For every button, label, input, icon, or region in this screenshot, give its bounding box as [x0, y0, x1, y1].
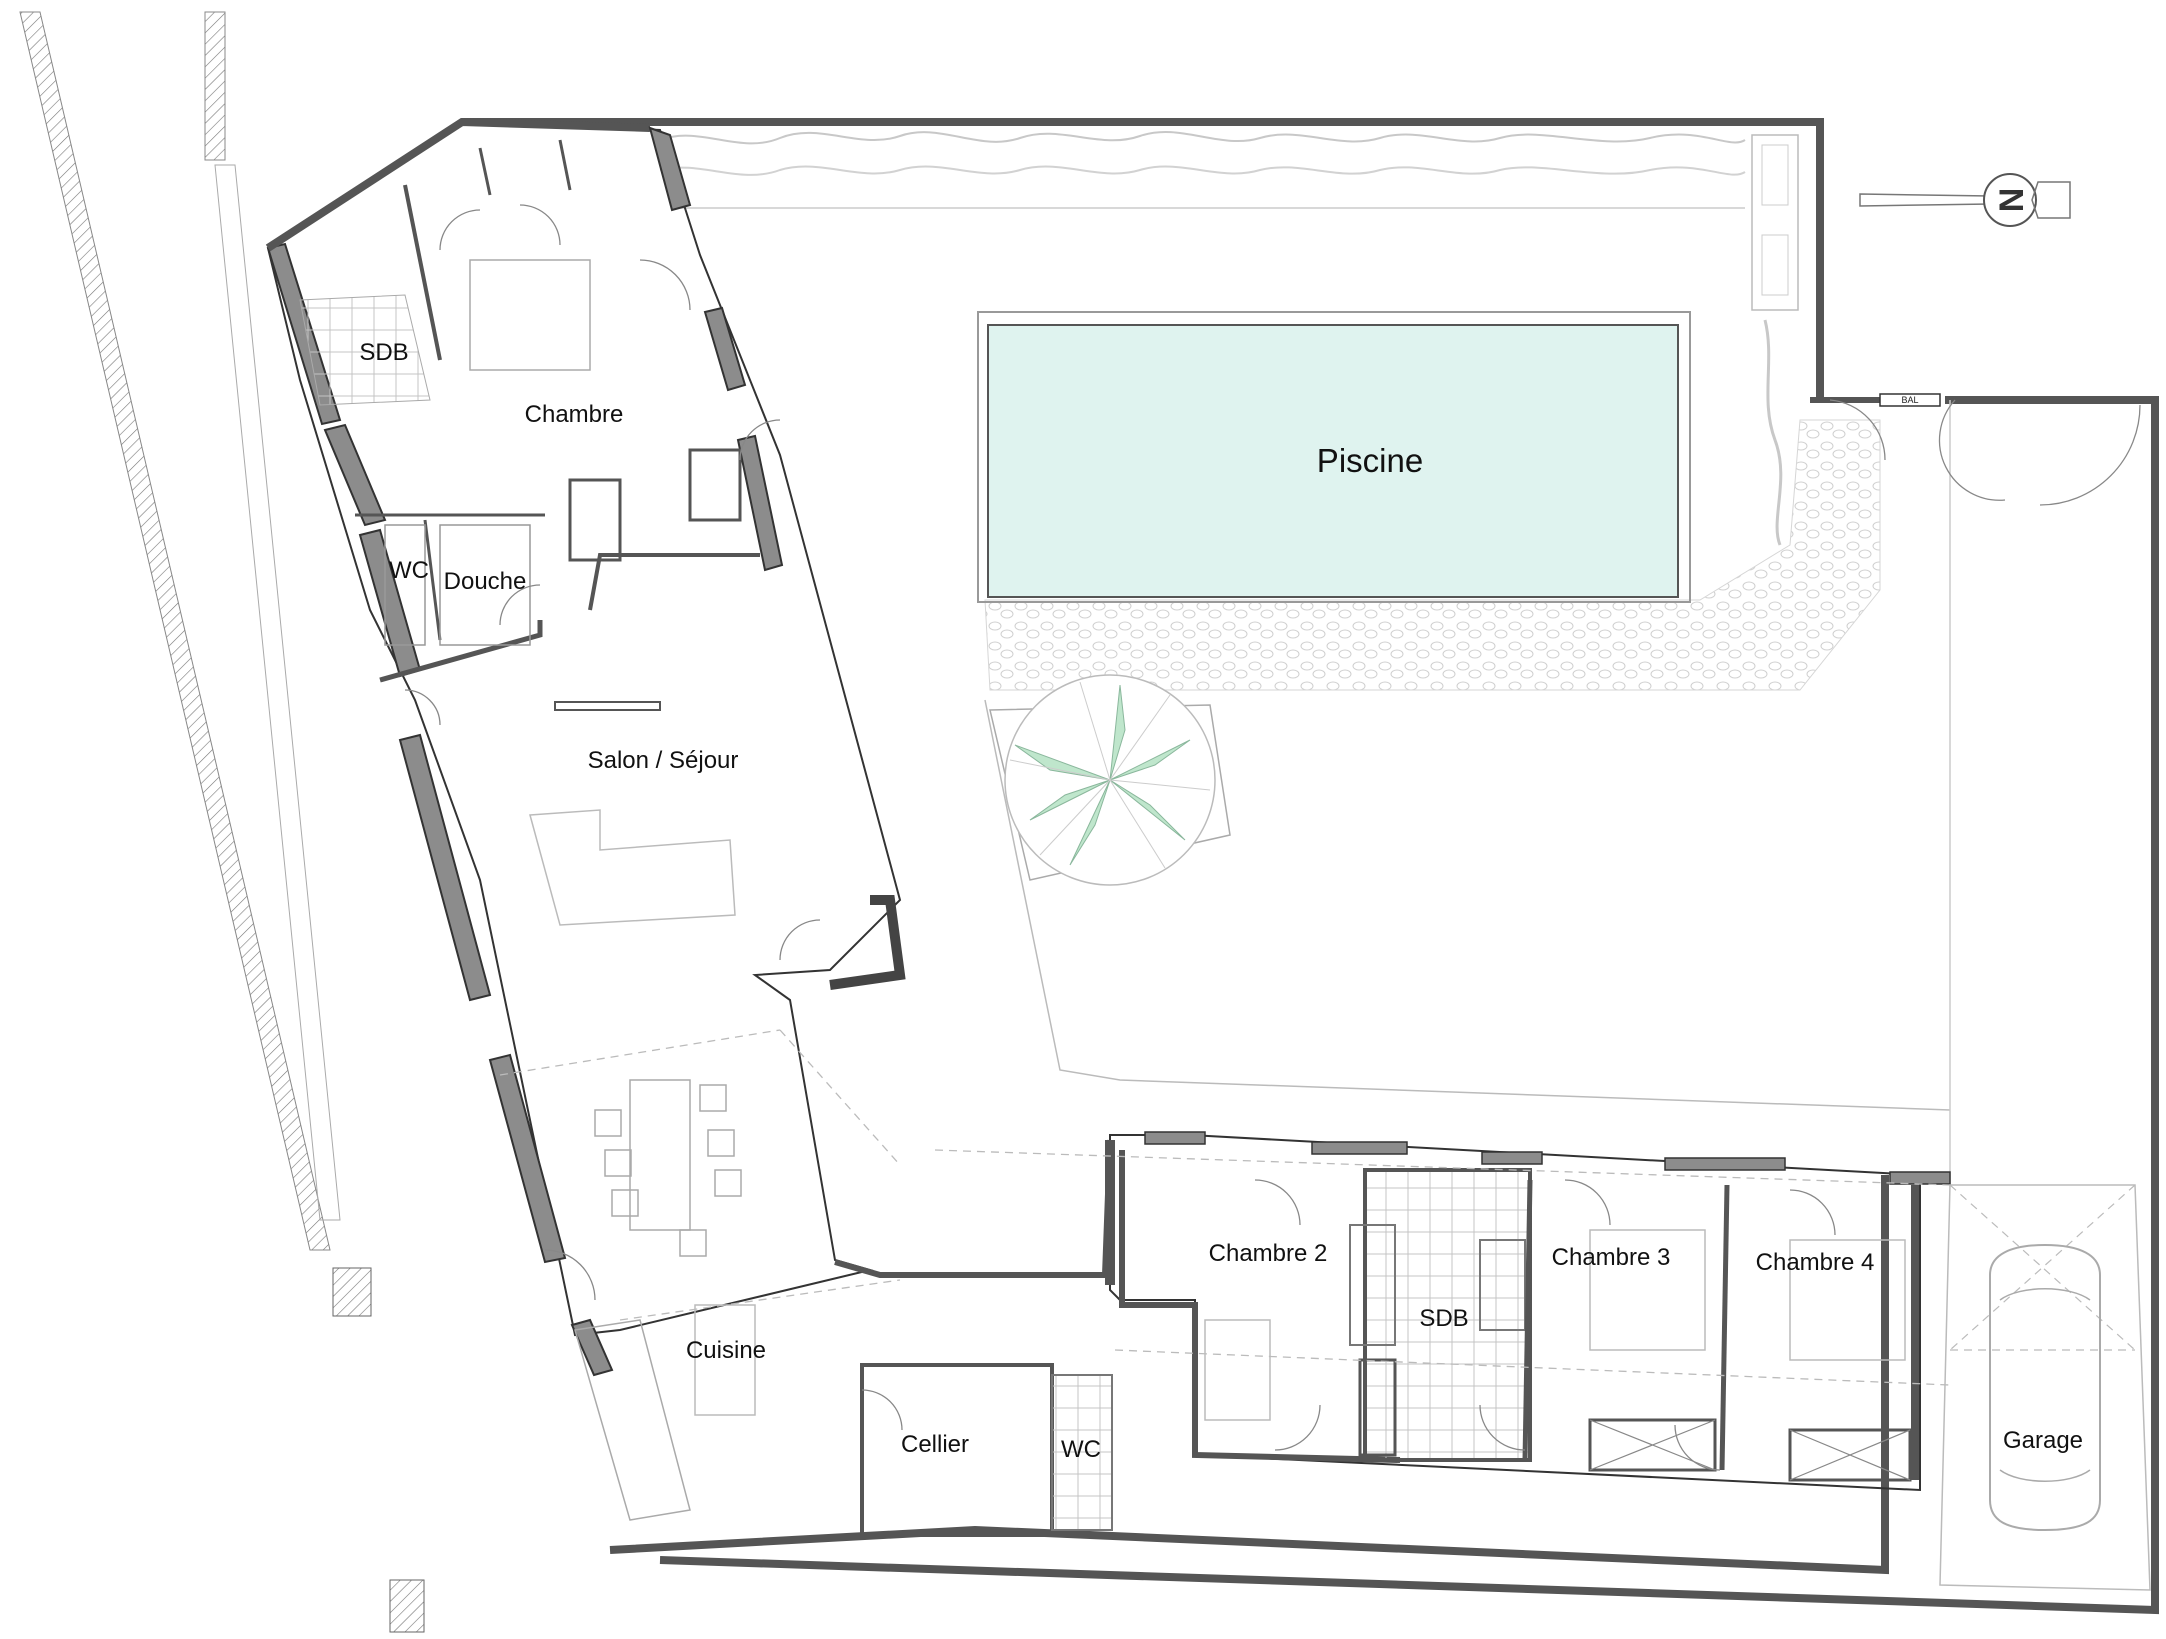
room-label-chambre3: Chambre 3: [1551, 1244, 1671, 1271]
room-label-chambre: Chambre: [524, 401, 624, 428]
car-icon: [1989, 1243, 2101, 1532]
boundary-wall: [462, 118, 2159, 1615]
west-wing: [265, 117, 906, 1521]
garden-beds: [1751, 134, 1799, 546]
room-label-salon: Salon / Séjour: [587, 747, 739, 774]
room-label-wc-north: WC: [389, 557, 429, 584]
room-label-piscine: Piscine: [1316, 442, 1424, 479]
room-label-chambre4: Chambre 4: [1755, 1249, 1875, 1276]
room-label-cuisine: Cuisine: [685, 1337, 767, 1364]
room-label-sdb-south: SDB: [1419, 1305, 1469, 1332]
mailbox-label: BAL: [1901, 395, 1919, 405]
south-wing: [609, 399, 2141, 1575]
terrace-outline: [984, 400, 1951, 1185]
room-label-sdb-north: SDB: [359, 339, 409, 366]
compass-north-letter: N: [1991, 187, 2030, 213]
north-hedge: [659, 131, 1746, 209]
tree-icon: [989, 674, 1231, 886]
room-label-douche: Douche: [443, 568, 527, 595]
north-compass-icon: [1859, 173, 2071, 227]
room-label-garage: Garage: [2002, 1427, 2084, 1454]
pool: [977, 311, 1691, 603]
street-strip: [19, 11, 425, 1633]
room-label-chambre2: Chambre 2: [1208, 1240, 1328, 1267]
room-label-cellier: Cellier: [900, 1431, 970, 1458]
garage: [1939, 1184, 2151, 1591]
room-label-wc-south: WC: [1061, 1436, 1101, 1463]
